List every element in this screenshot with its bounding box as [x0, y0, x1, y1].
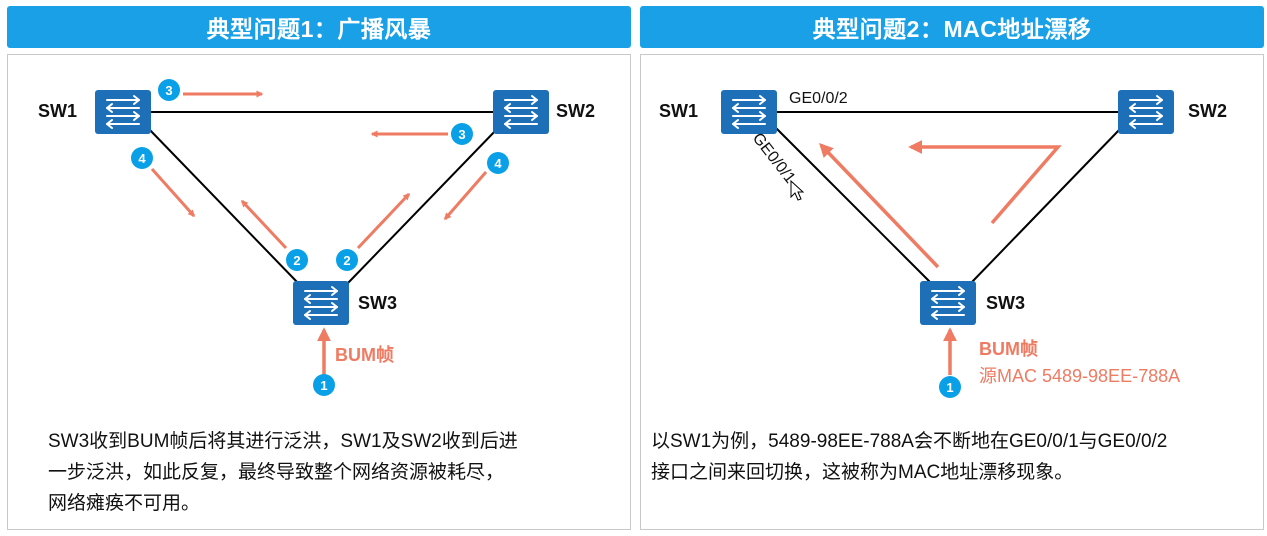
arrow-step-2-right — [356, 192, 411, 250]
link-sw2-sw3 — [970, 127, 1122, 284]
sw2-switch-icon — [492, 89, 550, 135]
description-line-2: 一步泛洪，如此反复，最终导致整个网络资源被耗尽， — [48, 462, 505, 483]
svg-text:2: 2 — [343, 253, 350, 268]
arrow-loop-path — [908, 140, 1062, 225]
svg-text:1: 1 — [320, 378, 327, 393]
description-line-1: 以SW1为例，5489-98EE-788A会不断地在GE0/0/1与GE0/0/… — [651, 431, 1168, 452]
description-line-1: SW3收到BUM帧后将其进行泛洪，SW1及SW2收到后进 — [48, 431, 518, 452]
svg-text:4: 4 — [494, 156, 502, 171]
sw1-switch-icon — [94, 89, 152, 135]
step-badge-1: 1 — [939, 376, 961, 398]
port-label-ge002: GE0/0/2 — [789, 90, 848, 107]
sw2-label: SW2 — [556, 101, 595, 121]
sw2-label: SW2 — [1188, 101, 1227, 121]
mouse-cursor-icon — [790, 179, 805, 201]
bum-frame-label: BUM帧 — [979, 338, 1038, 359]
arrow-step-2-left — [240, 199, 288, 250]
sw1-label: SW1 — [38, 101, 77, 121]
arrow-step-4-left — [150, 168, 196, 218]
svg-text:1: 1 — [946, 380, 953, 395]
svg-text:3: 3 — [165, 83, 172, 98]
svg-text:3: 3 — [458, 127, 465, 142]
source-mac-label: 源MAC 5489-98EE-788A — [979, 366, 1180, 386]
panel-title: 典型问题2：MAC地址漂移 — [640, 6, 1264, 48]
description: SW3收到BUM帧后将其进行泛洪，SW1及SW2收到后进 一步泛洪，如此反复，最… — [48, 426, 518, 519]
step-badge-3b: 3 — [451, 123, 473, 145]
svg-text:4: 4 — [138, 151, 146, 166]
arrow-sw3-to-sw1 — [819, 142, 940, 269]
link-sw1-sw3 — [147, 127, 299, 284]
diagram-box: SW1 SW2 SW3 BUM帧 3 3 4 4 2 2 1 SW3收到BUM帧… — [7, 54, 631, 530]
sw3-label: SW3 — [358, 293, 397, 313]
step-badge-2b: 2 — [336, 249, 358, 271]
description-line-2: 接口之间来回切换，这被称为MAC地址漂移现象。 — [651, 462, 1074, 483]
sw3-switch-icon — [292, 280, 350, 326]
sw1-label: SW1 — [659, 101, 698, 121]
sw1-switch-icon — [720, 89, 778, 135]
step-badge-1: 1 — [313, 374, 335, 396]
panel-broadcast-storm: 典型问题1：广播风暴 SW1 SW2 SW3 BUM帧 3 3 — [7, 6, 632, 530]
description-line-3: 网络瘫痪不可用。 — [48, 493, 201, 514]
diagram-box: SW1 SW2 SW3 GE0/0/2 GE0/0/1 BUM帧 源MAC 54… — [640, 54, 1264, 530]
bum-frame-label: BUM帧 — [335, 344, 394, 365]
sw3-switch-icon — [919, 280, 977, 326]
mac-flapping-diagram: SW1 SW2 SW3 GE0/0/2 GE0/0/1 BUM帧 源MAC 54… — [659, 89, 1227, 398]
sw3-label: SW3 — [986, 293, 1025, 313]
panel-title: 典型问题1：广播风暴 — [7, 6, 631, 48]
step-badge-2a: 2 — [286, 249, 308, 271]
link-sw2-sw3 — [347, 127, 499, 284]
step-badge-4a: 4 — [131, 147, 153, 169]
link-sw1-sw3 — [775, 127, 932, 284]
step-badge-3a: 3 — [158, 79, 180, 101]
svg-text:2: 2 — [293, 253, 300, 268]
panel-mac-flapping: 典型问题2：MAC地址漂移 SW1 SW2 SW3 GE0/0/2 GE0/0/… — [640, 6, 1265, 530]
description: 以SW1为例，5489-98EE-788A会不断地在GE0/0/1与GE0/0/… — [651, 426, 1167, 488]
port-label-ge001: GE0/0/1 — [749, 130, 799, 187]
step-badge-4b: 4 — [487, 152, 509, 174]
arrow-step-4-right — [443, 171, 488, 221]
broadcast-storm-diagram: SW1 SW2 SW3 BUM帧 3 3 4 4 2 2 1 — [38, 79, 595, 396]
sw2-switch-icon — [1117, 89, 1175, 135]
